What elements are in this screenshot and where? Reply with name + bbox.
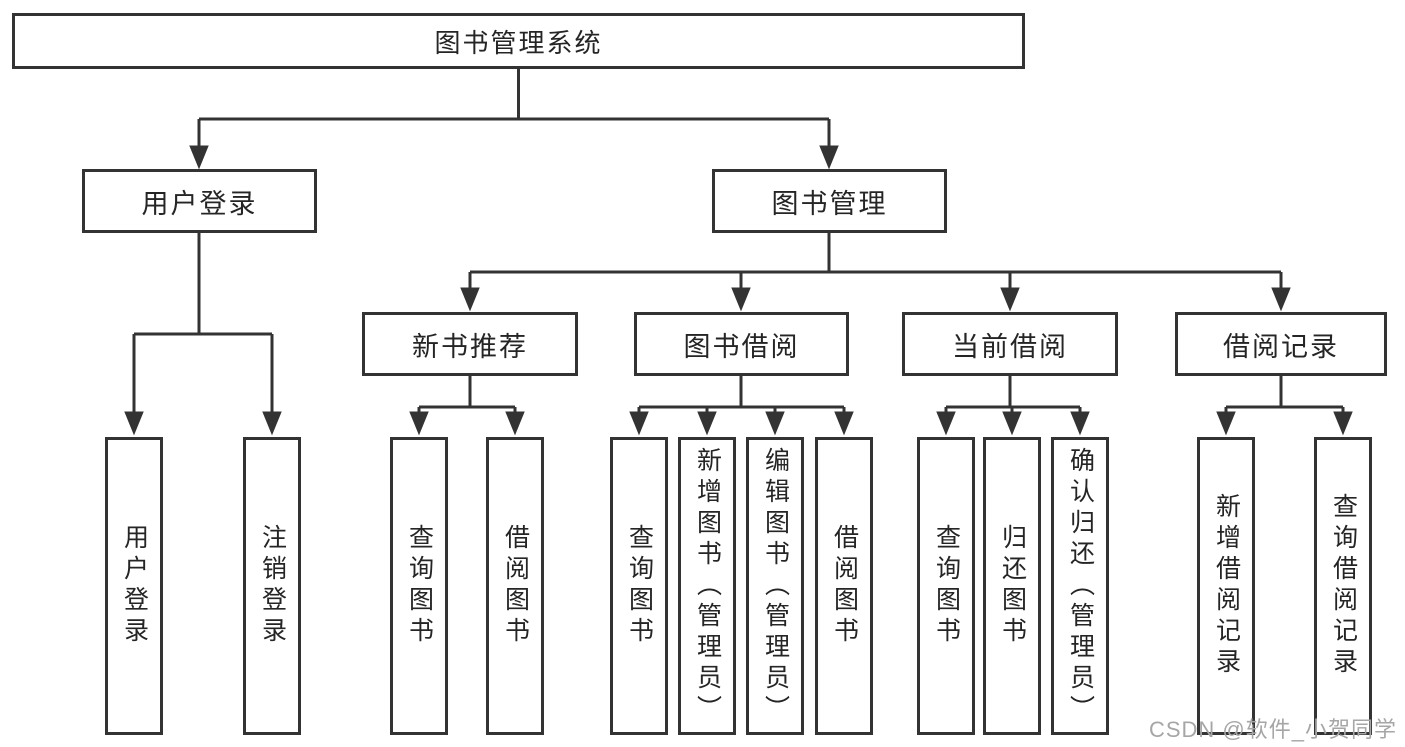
node-book-borrowing: 图书借阅	[634, 312, 849, 376]
leaf-logout: 注销登录	[243, 437, 301, 735]
arrowhead-return-book	[1002, 411, 1022, 436]
arrowhead-query-borrow-record	[1333, 411, 1353, 436]
connector-current-borrowing-to-leaves	[936, 376, 1090, 436]
node-book-borrowing-label: 图书借阅	[683, 331, 800, 362]
leaf-query-book-recommend: 查询图书	[390, 437, 448, 735]
leaf-edit-book-admin: 编辑图书（管理员）	[746, 437, 804, 735]
node-root: 图书管理系统	[12, 13, 1025, 69]
node-new-book-recommend-label: 新书推荐	[412, 331, 528, 362]
arrowhead-current-borrowing	[1000, 287, 1020, 312]
leaf-query-book-current-label: 查询图书	[932, 524, 961, 648]
leaf-logout-label: 注销登录	[258, 524, 287, 648]
watermark: CSDN @软件_小贺同学	[1148, 717, 1397, 742]
arrowhead-query-book-1	[409, 411, 429, 436]
leaf-query-book-recommend-label: 查询图书	[405, 524, 434, 648]
node-current-borrowing: 当前借阅	[902, 312, 1118, 376]
connector-book-borrowing-to-leaves	[629, 376, 854, 436]
leaf-add-borrow-record: 新增借阅记录	[1197, 437, 1255, 735]
leaf-query-book-borrowing-label: 查询图书	[625, 524, 654, 648]
leaf-add-borrow-record-label: 新增借阅记录	[1212, 493, 1241, 679]
node-new-book-recommend: 新书推荐	[362, 312, 578, 376]
node-borrowing-records-label: 借阅记录	[1223, 331, 1339, 362]
arrowhead-leaf-logout	[262, 411, 282, 436]
arrowhead-book-management	[819, 145, 839, 170]
node-user-login-label: 用户登录	[141, 188, 258, 219]
connector-user-login-to-leaves	[124, 233, 282, 436]
connector-new-book-recommend-to-leaves	[409, 376, 525, 436]
leaf-user-login: 用户登录	[105, 437, 163, 735]
node-root-label: 图书管理系统	[434, 27, 603, 58]
arrowhead-borrow-book-1	[505, 411, 525, 436]
node-book-management-label: 图书管理	[771, 188, 888, 219]
arrowhead-confirm-return	[1070, 411, 1090, 436]
leaf-borrow-book-borrowing: 借阅图书	[815, 437, 873, 735]
leaf-borrow-book-recommend-label: 借阅图书	[501, 524, 530, 648]
leaf-add-book-admin-label: 新增图书（管理员）	[693, 446, 722, 726]
leaf-return-book-label: 归还图书	[998, 524, 1027, 648]
arrowhead-user-login	[189, 145, 209, 170]
arrowhead-query-book-3	[936, 411, 956, 436]
node-user-login: 用户登录	[82, 169, 317, 233]
node-current-borrowing-label: 当前借阅	[952, 331, 1068, 362]
leaf-borrow-book-borrowing-label: 借阅图书	[830, 524, 859, 648]
arrowhead-new-book-recommend	[460, 287, 480, 312]
arrowhead-edit-book	[765, 411, 785, 436]
leaf-query-borrow-record-label: 查询借阅记录	[1329, 493, 1358, 679]
leaf-confirm-return-admin: 确认归还（管理员）	[1051, 437, 1109, 735]
leaf-query-book-borrowing: 查询图书	[610, 437, 668, 735]
connector-borrowing-records-to-leaves	[1216, 376, 1353, 436]
leaf-user-login-label: 用户登录	[120, 524, 149, 648]
leaf-edit-book-admin-label: 编辑图书（管理员）	[761, 446, 790, 726]
arrowhead-leaf-user-login	[124, 411, 144, 436]
arrowhead-book-borrowing	[731, 287, 751, 312]
leaf-confirm-return-admin-label: 确认归还（管理员）	[1066, 446, 1095, 726]
arrowhead-borrowing-records	[1271, 287, 1291, 312]
node-borrowing-records: 借阅记录	[1175, 312, 1387, 376]
arrowhead-borrow-book-2	[834, 411, 854, 436]
arrowhead-add-book	[697, 411, 717, 436]
leaf-query-book-current: 查询图书	[917, 437, 975, 735]
leaf-query-borrow-record: 查询借阅记录	[1314, 437, 1372, 735]
leaf-return-book: 归还图书	[983, 437, 1041, 735]
leaf-add-book-admin: 新增图书（管理员）	[678, 437, 736, 735]
connector-root-to-level2	[189, 69, 839, 170]
leaf-borrow-book-recommend: 借阅图书	[486, 437, 544, 735]
arrowhead-add-borrow-record	[1216, 411, 1236, 436]
node-book-management: 图书管理	[712, 169, 947, 233]
connector-book-management-to-level3	[460, 233, 1291, 312]
arrowhead-query-book-2	[629, 411, 649, 436]
